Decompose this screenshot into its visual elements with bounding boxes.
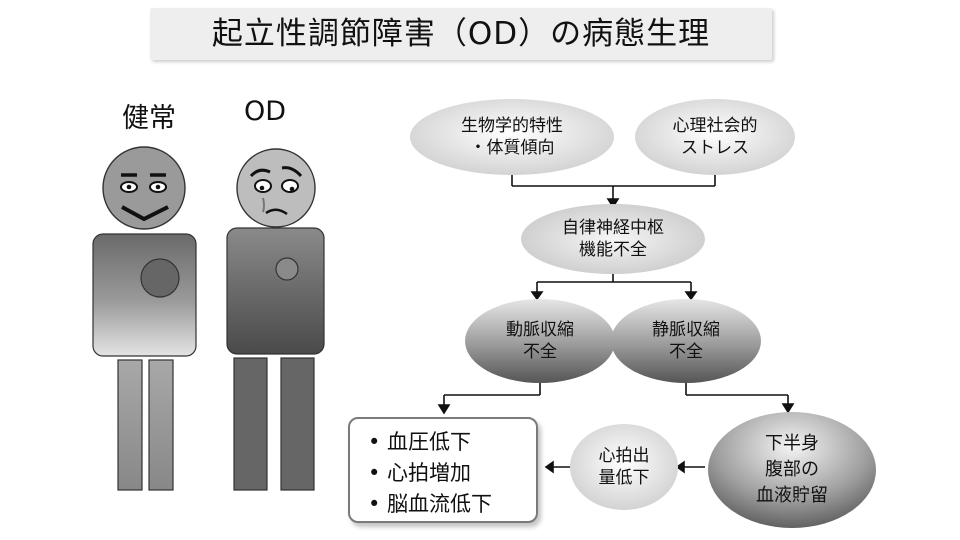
healthy-leg-right xyxy=(148,359,174,491)
healthy-mouth xyxy=(121,205,169,222)
od-leg-left xyxy=(233,357,268,491)
od-leg-right xyxy=(280,357,315,491)
od-torso xyxy=(226,227,325,355)
pooling-node-shape xyxy=(708,412,876,528)
node-autonomic: 自律神経中枢 機能不全 xyxy=(562,218,664,260)
node-pooling: 下半身 腹部の 血液貯留 xyxy=(756,433,828,506)
autonomic-node-shape xyxy=(521,204,705,274)
od-brow-left xyxy=(249,168,271,178)
od-brow-right xyxy=(281,166,303,178)
venous-node-shape xyxy=(611,299,761,383)
arterial-node-shape xyxy=(465,299,615,383)
node-venous: 静脈収縮 不全 xyxy=(652,320,720,362)
page-title: 起立性調節障害（OD）の病態生理 xyxy=(211,16,711,52)
od-tear-icon xyxy=(262,197,265,213)
od-label: OD xyxy=(244,96,287,127)
symptom-item: • 血圧低下 xyxy=(368,430,472,454)
cardiac-node-shape xyxy=(570,424,678,510)
node-biological: 生物学的特性 ・体質傾向 xyxy=(461,116,563,158)
healthy-head xyxy=(102,146,186,230)
psychosocial-node-shape xyxy=(635,99,795,175)
healthy-heart xyxy=(140,258,180,298)
healthy-leg-left xyxy=(117,359,143,491)
title-box: 起立性調節障害（OD）の病態生理 xyxy=(150,8,772,60)
od-mouth xyxy=(265,208,288,216)
connectors xyxy=(437,172,795,474)
healthy-figure xyxy=(92,146,197,491)
od-heart xyxy=(275,257,299,281)
symptom-item: • 脳血流低下 xyxy=(368,492,493,516)
node-psychosocial: 心理社会的 ストレス xyxy=(672,116,758,158)
healthy-label: 健常 xyxy=(122,103,176,134)
od-figure xyxy=(226,148,325,491)
node-cardiac: 心拍出 量低下 xyxy=(598,446,650,488)
node-arterial: 動脈収縮 不全 xyxy=(506,320,574,362)
od-head xyxy=(236,148,316,228)
symptom-item: • 心拍増加 xyxy=(368,461,472,485)
od-eye-right xyxy=(281,179,299,193)
healthy-torso xyxy=(92,233,197,357)
symptoms-box: • 血圧低下 • 心拍増加 • 脳血流低下 xyxy=(348,417,538,523)
biological-node-shape xyxy=(410,99,614,175)
